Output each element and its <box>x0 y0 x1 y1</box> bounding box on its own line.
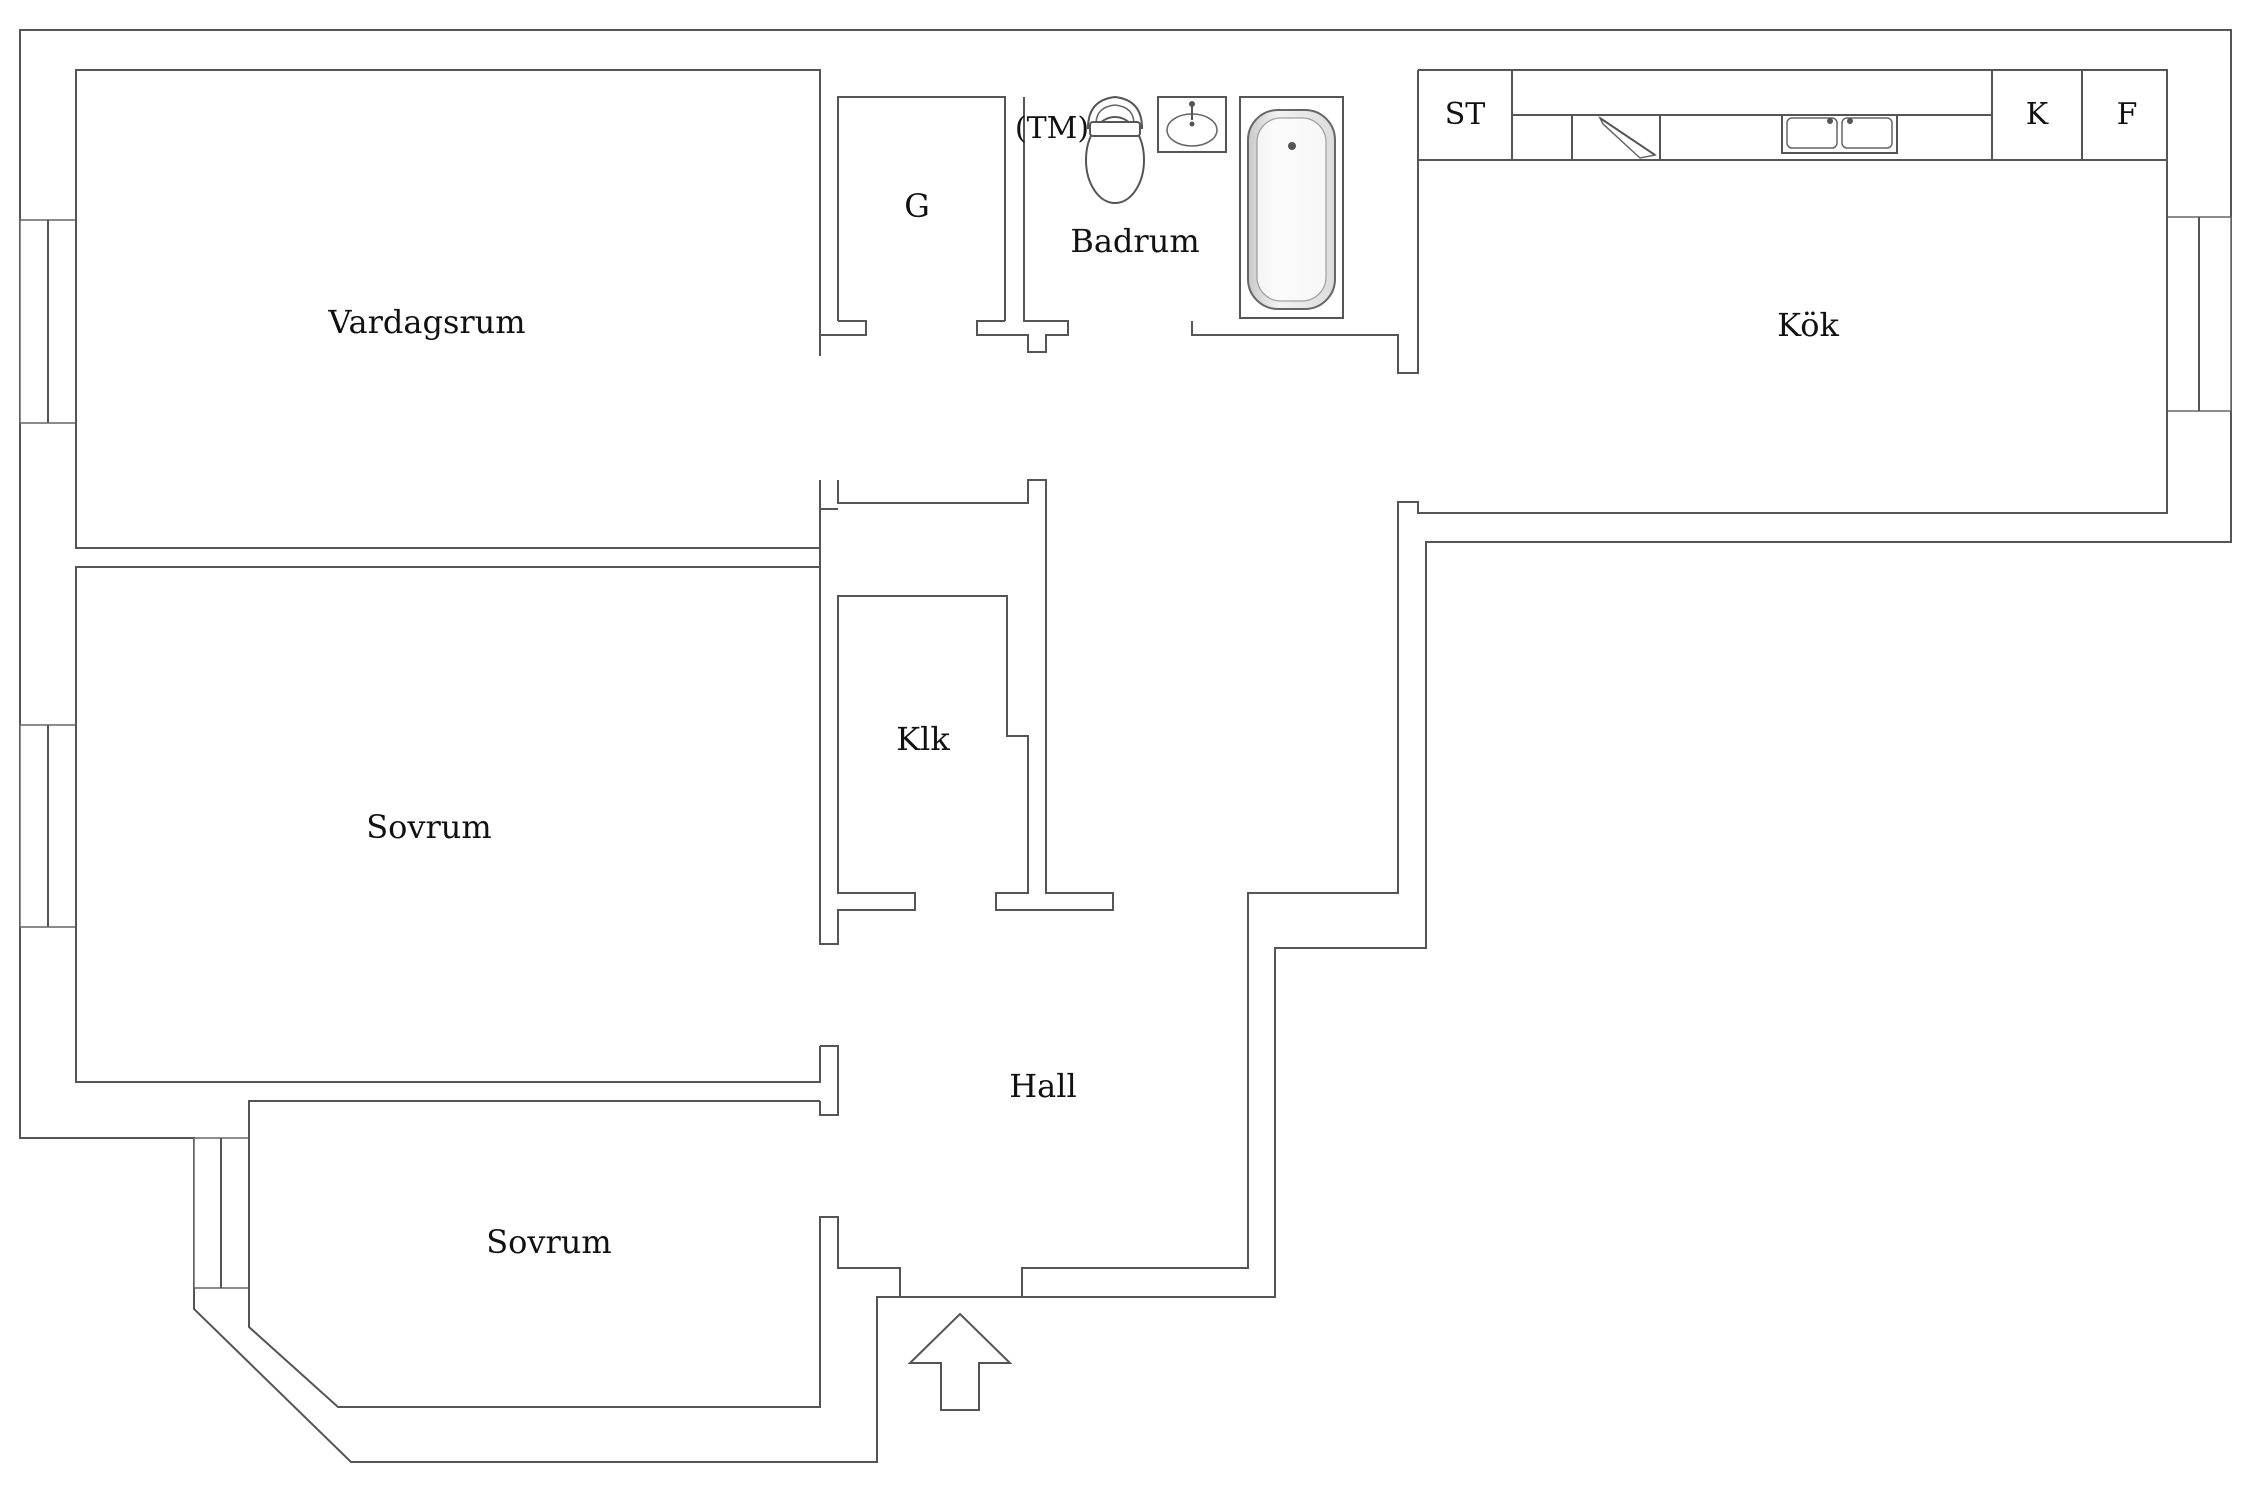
label-badrum: Badrum <box>1070 222 1199 260</box>
room-hall: Hall <box>1009 1067 1076 1105</box>
up-arrow-icon <box>907 1312 1013 1411</box>
label-garderob: G <box>904 187 930 225</box>
label-sovrum-1: Sovrum <box>366 808 492 846</box>
room-vardagsrum: Vardagsrum <box>75 69 867 549</box>
room-klk: Klk <box>819 479 1114 945</box>
kitchen-sink-icon <box>1781 114 1898 154</box>
kitchen-counter <box>1511 69 2083 160</box>
room-badrum: (TM) Badrum <box>1015 70 1419 374</box>
label-sovrum-2: Sovrum <box>486 1223 612 1261</box>
toilet-icon <box>1085 95 1145 204</box>
label-vardagsrum: Vardagsrum <box>327 303 525 341</box>
label-toalett-tm: (TM) <box>1015 111 1089 146</box>
room-sovrum-2: Sovrum <box>248 1100 901 1408</box>
label-hall: Hall <box>1009 1067 1076 1105</box>
room-sovrum-1: Sovrum <box>75 566 839 1116</box>
dishwasher-icon <box>1571 114 1661 161</box>
room-garderob: G <box>837 96 1069 353</box>
sink-icon <box>1157 96 1227 153</box>
windows <box>19 216 2232 1289</box>
label-kyl: K <box>2026 97 2049 132</box>
label-frys: F <box>2117 97 2138 132</box>
label-klk: Klk <box>896 720 950 758</box>
bathtub-icon <box>1239 96 1344 319</box>
label-kok: Kök <box>1777 306 1839 344</box>
label-stadskap: ST <box>1445 97 1486 132</box>
room-kok: ST K F Kök <box>1021 69 2168 1297</box>
